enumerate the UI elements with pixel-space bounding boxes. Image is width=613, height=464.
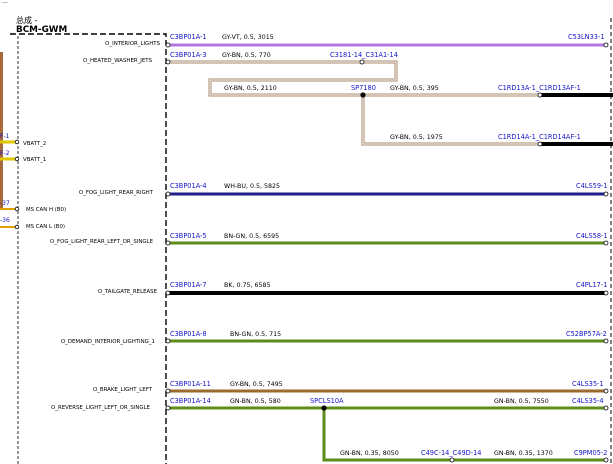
wires [168,43,613,462]
pin-label: O_HEATED_WASHER_JETS [83,58,153,64]
left-stub-conn: F-2 [0,150,10,157]
left-stub-conn: -37 [0,200,10,207]
wire-start-connector: C3BP01A-7 [170,281,207,289]
wire-end-connector: C49C-14_C49D-14 [421,449,482,457]
splice-spcls10a [321,405,327,411]
wire-start-connector: C3BP01A-5 [170,232,207,240]
left-stub-conn: F-1 [0,133,10,140]
wire-spec: GY-BN, 0.5, 7495 [230,381,283,388]
pin-label: O_BRAKE_LIGHT_LEFT [93,387,153,393]
left-pin-label: VBATT_1 [23,157,46,163]
module-boundary [10,33,167,464]
left-pin-label: VBATT_2 [23,141,46,147]
wire-end-connector: C4LS59-1 [576,182,608,190]
wire-splice-branch-core [362,95,540,145]
wire-end-connector: C9PM05-2 [574,449,607,457]
wire-spec: GY-BN, 0.5, 395 [390,85,439,92]
wire-start-connector: C3BP01A-3 [170,51,207,59]
wire-start-connector: C3BP01A-8 [170,330,207,338]
module-name: BCM-GWM [16,25,67,35]
wire-end-connector: C3181-14_C31A1-14 [330,51,398,59]
wire-spec: GN-BN, 0.35, 1370 [494,450,553,457]
wire-start-connector: C3BP01A-4 [170,182,207,190]
wire-end-connector: C1RD13A-1_C1RD13AF-1 [498,84,581,92]
wire-spec: BN-GN, 0.5, 6595 [224,233,279,240]
left-edge-wire [0,52,3,210]
wire-labels: C3BP01A-1 GY-VT, 0.5, 3015 C53LN33-1 C3B… [170,33,608,457]
module-chinese-label: 总成 - [16,15,38,25]
wire-start-connector: C3BP01A-1 [170,33,207,41]
pin-label: O_DEMAND_INTERIOR_LIGHTING_1 [61,339,155,345]
wire-spec: GY-BN, 0.5, 770 [222,52,271,59]
left-stubs: F-1 F-2 -37 -36 VBATT_2 VBATT_1 MS CAN H… [0,133,66,230]
wire-spec: GY-BN, 0.5, 2110 [224,85,277,92]
wire-end-connector: C4PL17-1 [576,281,607,289]
wire-spec: BK, 0.75, 6585 [224,282,271,289]
pin-label: O_FOG_LIGHT_REAR_LEFT_OR_SINGLE [50,239,154,245]
splice-label: SPCLS10A [310,397,344,405]
wire-spec: GY-BN, 0.5, 1975 [390,134,443,141]
top-label: ... [2,0,8,5]
wire-heated-washer-jets-core [168,61,607,96]
pin-label: O_FOG_LIGHT_REAR_RIGHT [79,190,154,196]
left-stub-conn: -36 [0,217,10,224]
module-pins: O_INTERIOR_LIGHTS O_HEATED_WASHER_JETS O… [50,41,161,411]
wire-spec: GN-BN, 0.5, 7550 [494,398,549,405]
pin-label: O_REVERSE_LIGHT_LEFT_OR_SINGLE [51,405,151,411]
wire-end-connector: C4LS58-1 [576,232,608,240]
wire-spec: GN-BN, 0.5, 580 [230,398,281,405]
left-pin-label: MS CAN H (B0) [26,207,66,213]
splice-label: SP7180 [351,84,376,92]
wire-start-connector: C3BP01A-14 [170,397,211,405]
wire-end-connector: C53LN33-1 [568,33,605,41]
wire-spec: GY-VT, 0.5, 3015 [222,34,274,41]
wire-end-connector: C4LS35-4 [572,397,604,405]
pin-label: O_INTERIOR_LIGHTS [105,41,160,47]
left-pin-label: MS CAN L (B0) [26,224,65,230]
wire-end-connector: C52BP57A-2 [566,330,607,338]
wire-reverse-branch [322,408,607,462]
wire-spec: GN-BN, 0.35, 8050 [340,450,399,457]
wire-spec: WH-BU, 0.5, 5825 [224,183,280,190]
terminals [165,42,609,463]
splice-sp7180 [360,92,366,98]
pin-label: O_TAILGATE_RELEASE [98,289,158,295]
wire-spec: BN-GN, 0.5, 715 [230,331,281,338]
wire-start-connector: C3BP01A-11 [170,380,211,388]
wire-end-connector: C4LS35-1 [572,380,604,388]
wire-end-connector: C1RD14A-1_C1RD14AF-1 [498,133,581,141]
